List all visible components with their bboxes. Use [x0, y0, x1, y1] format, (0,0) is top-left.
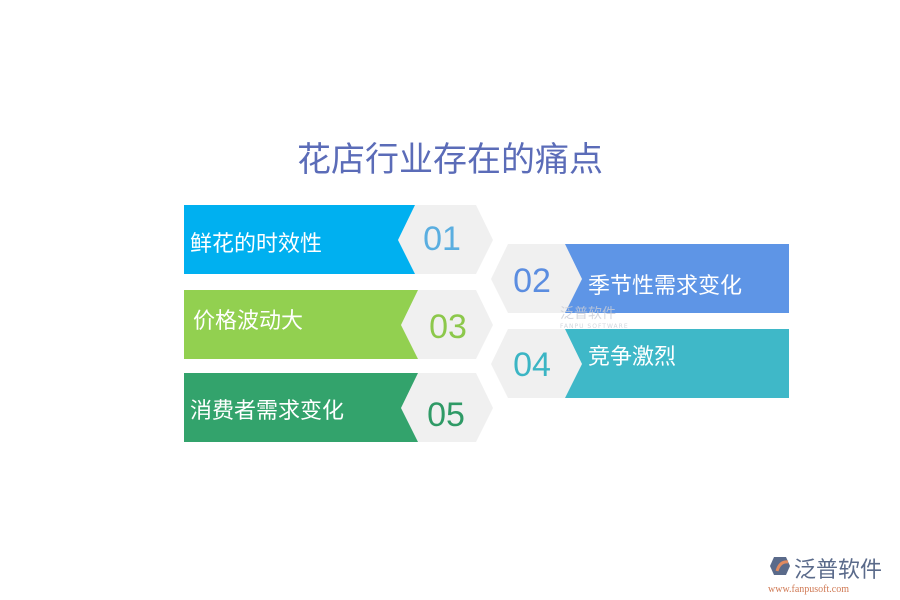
item-label-04: 竞争激烈 [588, 345, 677, 370]
hex-02 [491, 244, 582, 313]
hex-05 [401, 373, 493, 442]
item-number-03: 03 [429, 308, 467, 346]
logo-mark-icon [770, 557, 790, 575]
item-label-01: 鲜花的时效性 [190, 232, 323, 257]
item-number-04: 04 [513, 346, 551, 384]
bar-04 [565, 329, 789, 398]
bar-03 [184, 290, 418, 359]
logo-name: 泛普软件 [794, 558, 883, 583]
hex-03 [401, 290, 493, 359]
item-label-03: 价格波动大 [193, 309, 304, 334]
bar-05 [184, 373, 418, 442]
hex-01 [398, 205, 493, 274]
item-label-05: 消费者需求变化 [190, 399, 345, 424]
bar-01 [184, 205, 415, 274]
item-label-02: 季节性需求变化 [588, 274, 743, 299]
logo-url: www.fanpusoft.com [768, 584, 850, 595]
watermark-name: 泛普软件 [560, 306, 616, 322]
item-number-01: 01 [423, 220, 461, 258]
diagram-title: 花店行业存在的痛点 [297, 140, 603, 180]
bar-02 [565, 244, 789, 313]
item-number-02: 02 [513, 262, 551, 300]
hex-04 [491, 329, 582, 398]
watermark: 泛普软件 FANPU SOFTWARE [560, 303, 629, 330]
brand-logo: 泛普软件 www.fanpusoft.com [768, 552, 883, 595]
watermark-sub: FANPU SOFTWARE [560, 323, 629, 330]
item-number-05: 05 [427, 396, 465, 434]
